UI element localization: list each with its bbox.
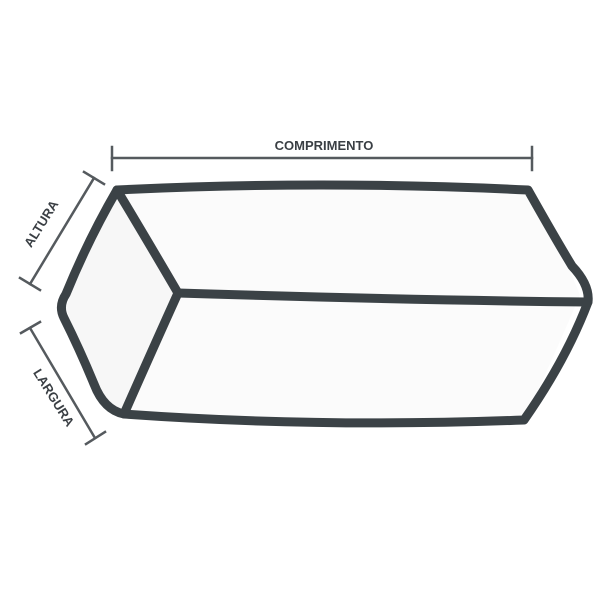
length-label: COMPRIMENTO (275, 138, 374, 153)
cushion-top-face (117, 185, 580, 298)
cushion-end-face (66, 190, 178, 414)
height-dimension-top-tick (82, 170, 106, 186)
cushion-outline (56, 180, 593, 428)
width-dimension-bottom-tick (84, 430, 107, 446)
cushion-side-face (124, 293, 580, 423)
width-dimension-line (28, 326, 97, 440)
length-dimension: COMPRIMENTO (110, 138, 534, 172)
cushion-front-vertical-edge (119, 288, 183, 419)
width-dimension-top-tick (19, 320, 42, 335)
cushion-body (56, 180, 593, 428)
cushion-long-middle-edge (173, 288, 593, 307)
cushion-top-ridge-edge (112, 185, 183, 298)
height-dimension-line (28, 176, 96, 286)
height-dimension-bottom-tick (18, 276, 42, 292)
